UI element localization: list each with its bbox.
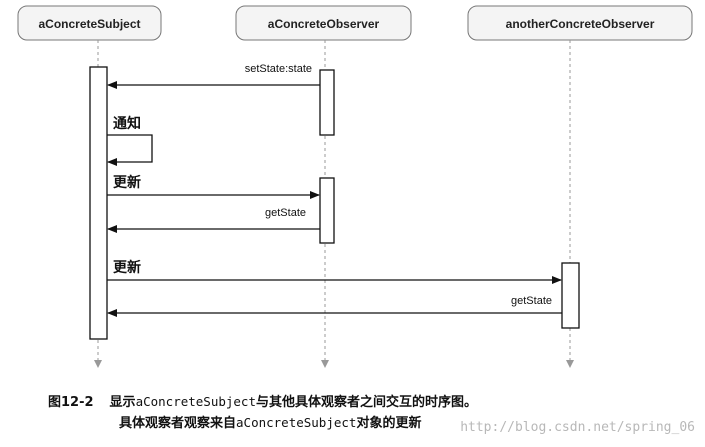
activation-observer1-b xyxy=(319,177,335,244)
participant-label-observer1: aConcreteObserver xyxy=(268,17,380,31)
participant-label-subject: aConcreteSubject xyxy=(38,17,140,31)
caption-text-2b: 对象的更新 xyxy=(356,416,422,431)
message-label-getstate-2: getState xyxy=(511,295,552,307)
caption-text-1b: 与其他具体观察者之间交互的时序图。 xyxy=(255,395,477,410)
caption-code-2: aConcreteSubject xyxy=(236,415,357,430)
message-label-update-1: 更新 xyxy=(113,174,141,191)
figure-number: 图12-2 xyxy=(48,395,94,410)
participant-observer2: anotherConcreteObserver xyxy=(467,5,693,41)
watermark-url: http://blog.csdn.net/spring_06 xyxy=(460,420,695,435)
message-label-notify: 通知 xyxy=(113,115,141,132)
caption-code-1: aConcreteSubject xyxy=(135,394,256,409)
caption-line-2: 具体观察者观察来自aConcreteSubject对象的更新 xyxy=(48,413,698,434)
caption-line-1: 图12-2 显示aConcreteSubject与其他具体观察者之间交互的时序图。 xyxy=(48,392,698,413)
message-label-setstate: setState:state xyxy=(245,63,312,75)
message-label-update-2: 更新 xyxy=(113,259,141,276)
activation-observer2 xyxy=(561,262,580,329)
caption-text-1a: 显示 xyxy=(109,395,136,410)
activation-observer1-a xyxy=(319,69,335,136)
sequence-diagram: aConcreteSubject aConcreteObserver anoth… xyxy=(17,5,693,368)
participant-label-observer2: anotherConcreteObserver xyxy=(506,17,655,31)
participant-subject: aConcreteSubject xyxy=(17,5,162,41)
message-label-getstate-1: getState xyxy=(265,207,306,219)
message-arrow-notify xyxy=(107,134,153,166)
activation-subject xyxy=(89,66,108,340)
caption-text-2a: 具体观察者观察来自 xyxy=(119,416,237,431)
participant-observer1: aConcreteObserver xyxy=(235,5,412,41)
